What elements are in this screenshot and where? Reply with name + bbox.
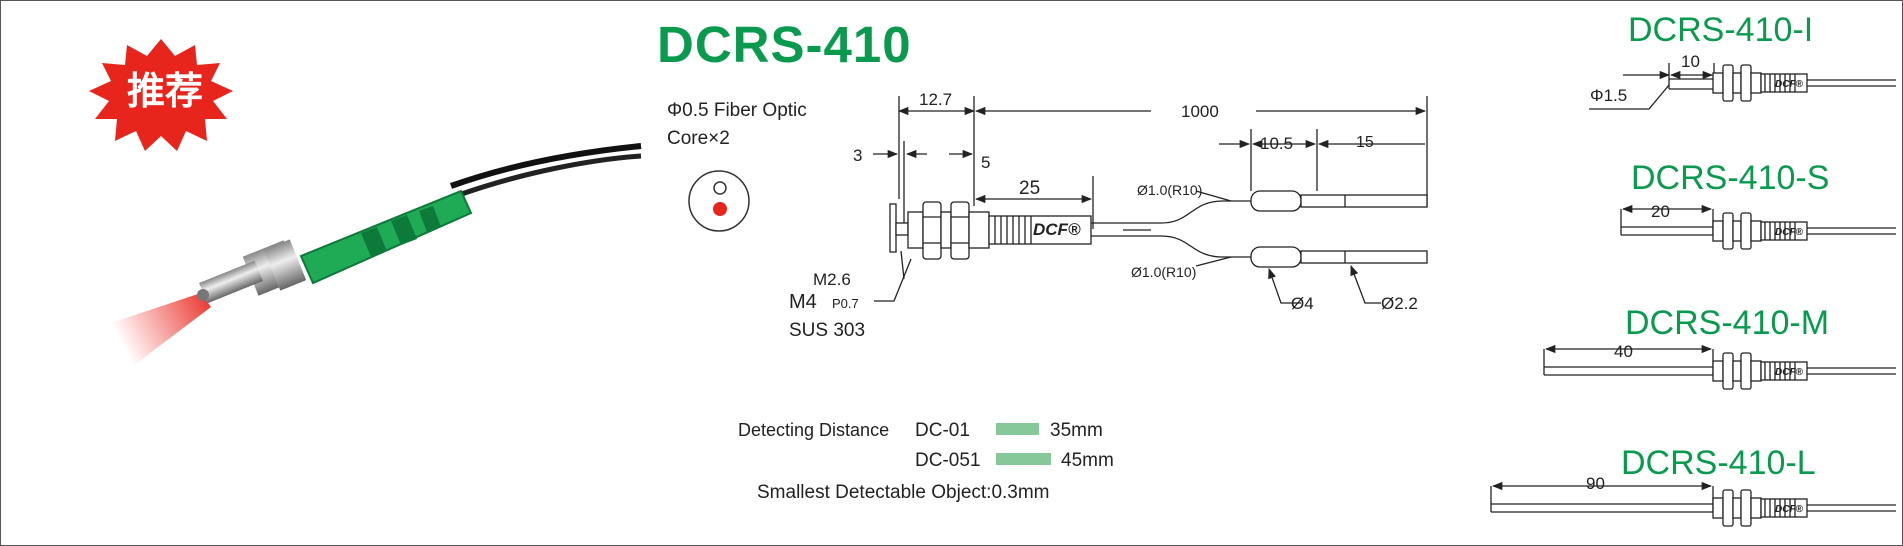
variant-l-nut-1: [1722, 489, 1734, 527]
badge-label: 推荐: [127, 69, 204, 113]
fiber-label-1: Φ0.5 Fiber Optic: [667, 100, 807, 121]
detect-label: Detecting Distance: [738, 420, 890, 440]
variant-dim-i: 10: [1681, 52, 1700, 71]
variant-i-nut-1: [1722, 64, 1734, 102]
main-logo: DCF®: [1033, 220, 1081, 239]
variant-title-m: DCRS-410-M: [1625, 304, 1830, 342]
variant-s-collar: [1732, 220, 1742, 242]
variant-m-nut-1: [1722, 352, 1734, 390]
variant-i-nut-2: [1740, 64, 1752, 102]
dim-5: 5: [981, 153, 991, 172]
variant-m-logo: DCF®: [1775, 367, 1804, 378]
variant-dim-s: 20: [1651, 202, 1670, 221]
dim-12-7: 12.7: [919, 90, 953, 109]
core-red-dot: [713, 202, 727, 216]
page-title: DCRS-410: [657, 16, 912, 73]
detect-bar-dc051: [996, 453, 1051, 465]
label-m4: M4: [789, 291, 817, 313]
label-m2-6: M2.6: [813, 270, 851, 289]
variant-l-nut-2: [1740, 489, 1752, 527]
dim-phi-bottom: Ø1.0(R10): [1131, 264, 1197, 280]
detect-model-dc051: DC-051: [915, 450, 981, 471]
detect-bar-dc01: [996, 423, 1039, 435]
main-sensor-drawing: [873, 96, 1428, 304]
label-p0-7: P0.7: [832, 296, 859, 311]
variant-s-nut-1: [1722, 212, 1734, 250]
smallest-object: Smallest Detectable Object:0.3mm: [757, 482, 1050, 503]
variant-m-thread: [1712, 360, 1724, 382]
variant-m-collar: [1732, 360, 1742, 382]
variant-sensor-bodies: DCF® DCF® DCF® DCF®: [1490, 64, 1896, 527]
red-beam: [111, 293, 211, 369]
variant-m-body: [1750, 360, 1762, 382]
dim-1000: 1000: [1181, 102, 1219, 121]
detect-model-dc01: DC-01: [915, 420, 970, 441]
variant-s-body: [1750, 220, 1762, 242]
sensor-product-image: [111, 143, 642, 369]
dim-25: 25: [1019, 178, 1041, 199]
variant-s-thread: [1712, 220, 1724, 242]
variant-l-collar: [1732, 497, 1742, 519]
variant-l-logo: DCF®: [1775, 504, 1804, 515]
variant-s-logo: DCF®: [1775, 227, 1804, 238]
badge-starburst: [89, 39, 233, 151]
variant-i-collar: [1732, 72, 1742, 94]
variant-drawings: [1589, 63, 1715, 110]
dim-3: 3: [853, 146, 863, 165]
variant-title-l: DCRS-410-L: [1621, 444, 1816, 482]
variant-m-nut-2: [1740, 352, 1752, 390]
variant-title-i: DCRS-410-I: [1628, 11, 1814, 49]
variant-l-thread: [1712, 497, 1724, 519]
detect-value-dc01: 35mm: [1050, 420, 1103, 441]
fiber-core-icon: [688, 170, 750, 232]
core-white-dot: [713, 181, 727, 195]
variant-dim-m: 40: [1614, 342, 1633, 361]
variant-l-body: [1750, 497, 1762, 519]
detect-value-dc051: 45mm: [1061, 450, 1114, 471]
variant-i-logo: DCF®: [1775, 79, 1804, 90]
dim-phi-top: Ø1.0(R10): [1137, 182, 1203, 198]
variant-i-body: [1750, 72, 1762, 94]
label-sus303: SUS 303: [789, 320, 866, 341]
variant-s-nut-2: [1740, 212, 1752, 250]
variant-i-thread: [1712, 72, 1724, 94]
dim-phi-2-2: Ø2.2: [1381, 294, 1418, 313]
dim-phi-4: Ø4: [1291, 294, 1314, 313]
variant-dim-l: 90: [1586, 474, 1605, 493]
dim-10-5: 10.5: [1260, 134, 1294, 153]
variant-phi-i: Φ1.5: [1590, 86, 1628, 105]
dim-15: 15: [1356, 134, 1374, 151]
variant-title-s: DCRS-410-S: [1631, 159, 1830, 197]
fiber-label-2: Core×2: [667, 128, 730, 149]
